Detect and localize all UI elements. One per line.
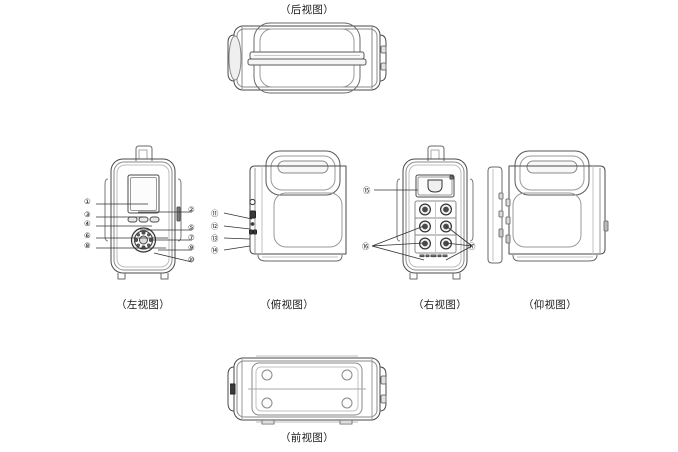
caption-front-view: （前视图）	[280, 432, 334, 444]
callout-16: ⑯	[362, 242, 370, 251]
caption-right-view: （右视图）	[413, 299, 467, 311]
callout-7: ⑦	[188, 233, 195, 242]
callout-leaders-right-view	[371, 189, 473, 261]
view-rear	[222, 18, 392, 98]
callout-3: ③	[84, 210, 91, 219]
callout-13: ⑬	[211, 234, 219, 243]
callout-11: ⑪	[211, 209, 219, 218]
caption-top-view: （俯视图）	[260, 299, 314, 311]
callout-2: ②	[188, 205, 195, 214]
view-right	[380, 145, 510, 290]
callout-1: ①	[84, 197, 91, 206]
view-bottom	[485, 145, 615, 290]
callout-6: ⑥	[84, 231, 91, 240]
caption-left-view: （左视图）	[116, 299, 170, 311]
callout-4: ④	[84, 219, 91, 228]
callout-14: ⑭	[211, 246, 219, 255]
callout-17: ⑰	[468, 242, 476, 251]
callout-12: ⑫	[211, 222, 219, 231]
callout-leaders-top-view	[223, 212, 253, 251]
view-top	[222, 145, 352, 290]
callout-15: ⑮	[363, 186, 371, 195]
callout-leaders-left-view	[96, 203, 193, 263]
callout-8: ⑧	[84, 241, 91, 250]
caption-bottom-view: （仰视图）	[523, 299, 577, 311]
caption-rear-view: （后视图）	[280, 4, 334, 16]
callout-5: ⑤	[188, 223, 195, 232]
callout-9: ⑨	[188, 243, 195, 252]
callout-10: ⑩	[188, 255, 195, 264]
view-front	[222, 352, 392, 428]
